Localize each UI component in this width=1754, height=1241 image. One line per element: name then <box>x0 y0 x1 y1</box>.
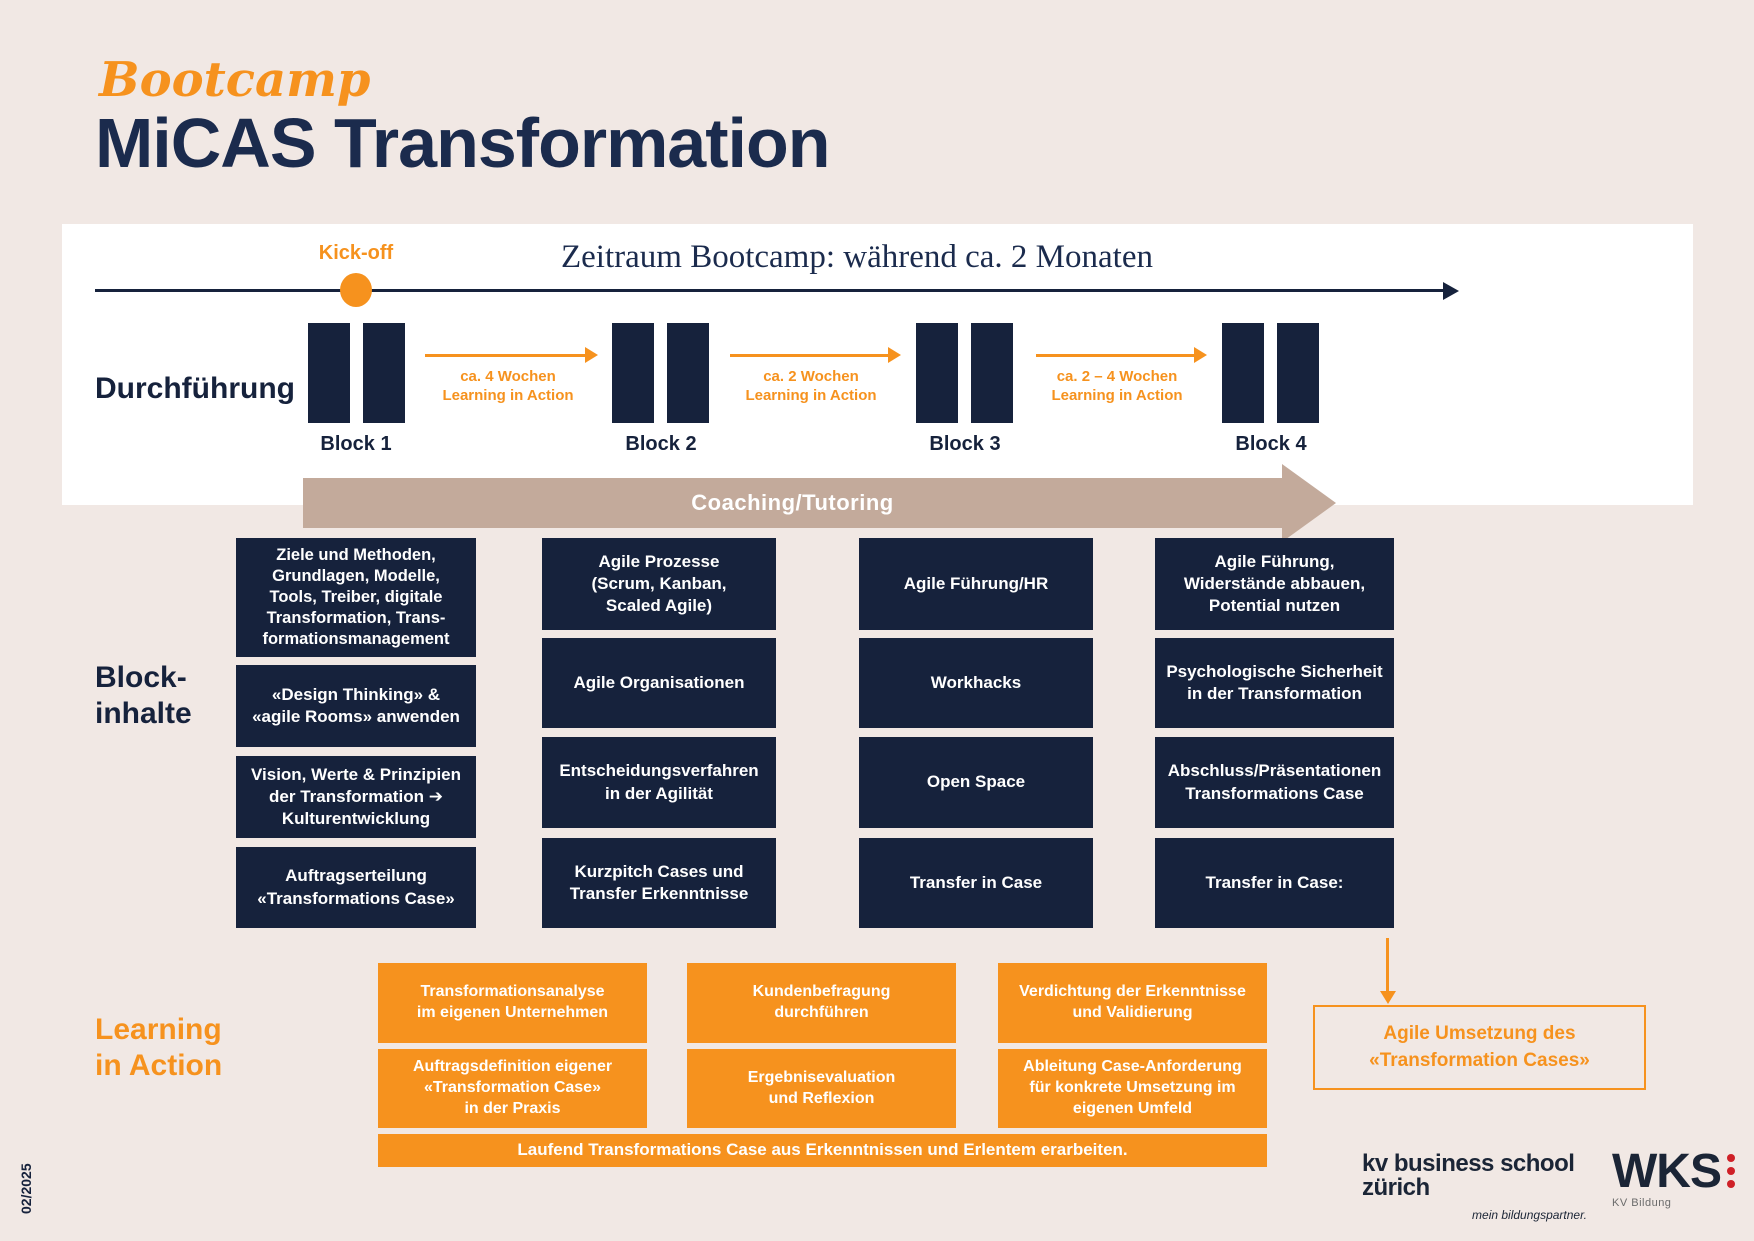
learning-in-action-label: Learning in Action <box>95 1013 223 1082</box>
block2-label: Block 2 <box>625 433 697 455</box>
block3-bar-right <box>971 323 1013 423</box>
content-box-c3r4: Transfer in Case <box>859 838 1093 928</box>
block2-bar-right <box>667 323 709 423</box>
content-box-c4r1: Agile Führung, Widerstände abbauen, Pote… <box>1155 538 1394 630</box>
learning-box-r1c2: Kundenbefragung durchführen <box>687 963 956 1043</box>
content-box-c1r4: Auftragserteilung «Transformations Case» <box>236 847 476 928</box>
wks-logo-sub: KV Bildung <box>1612 1197 1672 1210</box>
wks-logo: WKS KV Bildung <box>1612 1145 1735 1210</box>
eyebrow-title: Bootcamp <box>99 52 371 108</box>
edition-label: 02/2025 <box>18 1163 34 1214</box>
gap2-label: ca. 2 Wochen Learning in Action <box>745 368 877 404</box>
content-box-c2r1: Agile Prozesse (Scrum, Kanban, Scaled Ag… <box>542 538 776 630</box>
learning-box-r2c3: Ableitung Case-Anforderung für konkrete … <box>998 1049 1267 1128</box>
gap3-arrow-head-icon <box>1194 347 1207 363</box>
content-box-c3r2: Workhacks <box>859 638 1093 728</box>
period-title: Zeitraum Bootcamp: während ca. 2 Monaten <box>561 239 1153 275</box>
block1-label: Block 1 <box>320 433 392 455</box>
learning-box-r2c2: Ergebnisevaluation und Reflexion <box>687 1049 956 1128</box>
kv-logo-tagline: mein bildungspartner. <box>1472 1207 1587 1222</box>
content-box-c1r2: «Design Thinking» & «agile Rooms» anwend… <box>236 665 476 747</box>
outcome-box: Agile Umsetzung des «Transformation Case… <box>1313 1005 1646 1090</box>
gap1-arrow-line <box>425 354 585 357</box>
content-box-c3r1: Agile Führung/HR <box>859 538 1093 630</box>
gap2-arrow-head-icon <box>888 347 901 363</box>
content-box-c2r2: Agile Organisationen <box>542 638 776 728</box>
learning-box-r1c1: Transformationsanalyse im eigenen Untern… <box>378 963 647 1043</box>
kickoff-label: Kick-off <box>318 242 394 264</box>
content-box-c3r3: Open Space <box>859 737 1093 828</box>
wks-dots-icon <box>1726 1154 1735 1188</box>
gap3-arrow-line <box>1036 354 1194 357</box>
gap1-arrow-head-icon <box>585 347 598 363</box>
gap2-arrow-line <box>730 354 888 357</box>
block4-bar-left <box>1222 323 1264 423</box>
gap3-label: ca. 2 – 4 Wochen Learning in Action <box>1051 368 1183 404</box>
wks-logo-text: WKS <box>1612 1145 1722 1198</box>
block1-bar-left <box>308 323 350 423</box>
block-inhalte-label: Block- inhalte <box>95 661 192 730</box>
durchfuehrung-label: Durchführung <box>95 372 295 405</box>
content-box-c4r2: Psychologische Sicherheit in der Transfo… <box>1155 638 1394 728</box>
kv-logo-line1: kv business school <box>1362 1150 1575 1177</box>
page-title: MiCAS Transformation <box>95 104 831 182</box>
content-box-c1r3: Vision, Werte & Prinzipien der Transform… <box>236 756 476 838</box>
coaching-arrow-head-icon <box>1282 464 1336 542</box>
block3-bar-left <box>916 323 958 423</box>
block2-bar-left <box>612 323 654 423</box>
learning-bar: Laufend Transformations Case aus Erkennt… <box>378 1134 1267 1167</box>
content-box-c1r1: Ziele und Methoden, Grundlagen, Modelle,… <box>236 538 476 657</box>
content-box-c4r4: Transfer in Case: <box>1155 838 1394 928</box>
content-box-c2r3: Entscheidungsverfahren in der Agilität <box>542 737 776 828</box>
block4-bar-right <box>1277 323 1319 423</box>
learning-box-r1c3: Verdichtung der Erkenntnisse und Validie… <box>998 963 1267 1043</box>
block1-bar-right <box>363 323 405 423</box>
coaching-label: Coaching/Tutoring <box>691 490 894 515</box>
timeline-axis <box>95 289 1443 292</box>
block3-label: Block 3 <box>929 433 1001 455</box>
outcome-arrow-head-icon <box>1380 991 1396 1004</box>
kickoff-dot-icon <box>340 273 372 307</box>
coaching-arrow: Coaching/Tutoring <box>303 478 1282 528</box>
outcome-arrow-line <box>1386 938 1389 991</box>
gap1-label: ca. 4 Wochen Learning in Action <box>442 368 574 404</box>
content-box-c4r3: Abschluss/Präsentationen Transformations… <box>1155 737 1394 828</box>
learning-box-r2c1: Auftragsdefinition eigener «Transformati… <box>378 1049 647 1128</box>
timeline-arrow-icon <box>1443 282 1459 300</box>
block4-label: Block 4 <box>1235 433 1307 455</box>
kv-logo-line2: zürich <box>1362 1174 1430 1202</box>
kv-logo: kv business school zürich mein bildungsp… <box>1362 1150 1587 1222</box>
content-box-c2r4: Kurzpitch Cases und Transfer Erkenntniss… <box>542 838 776 928</box>
